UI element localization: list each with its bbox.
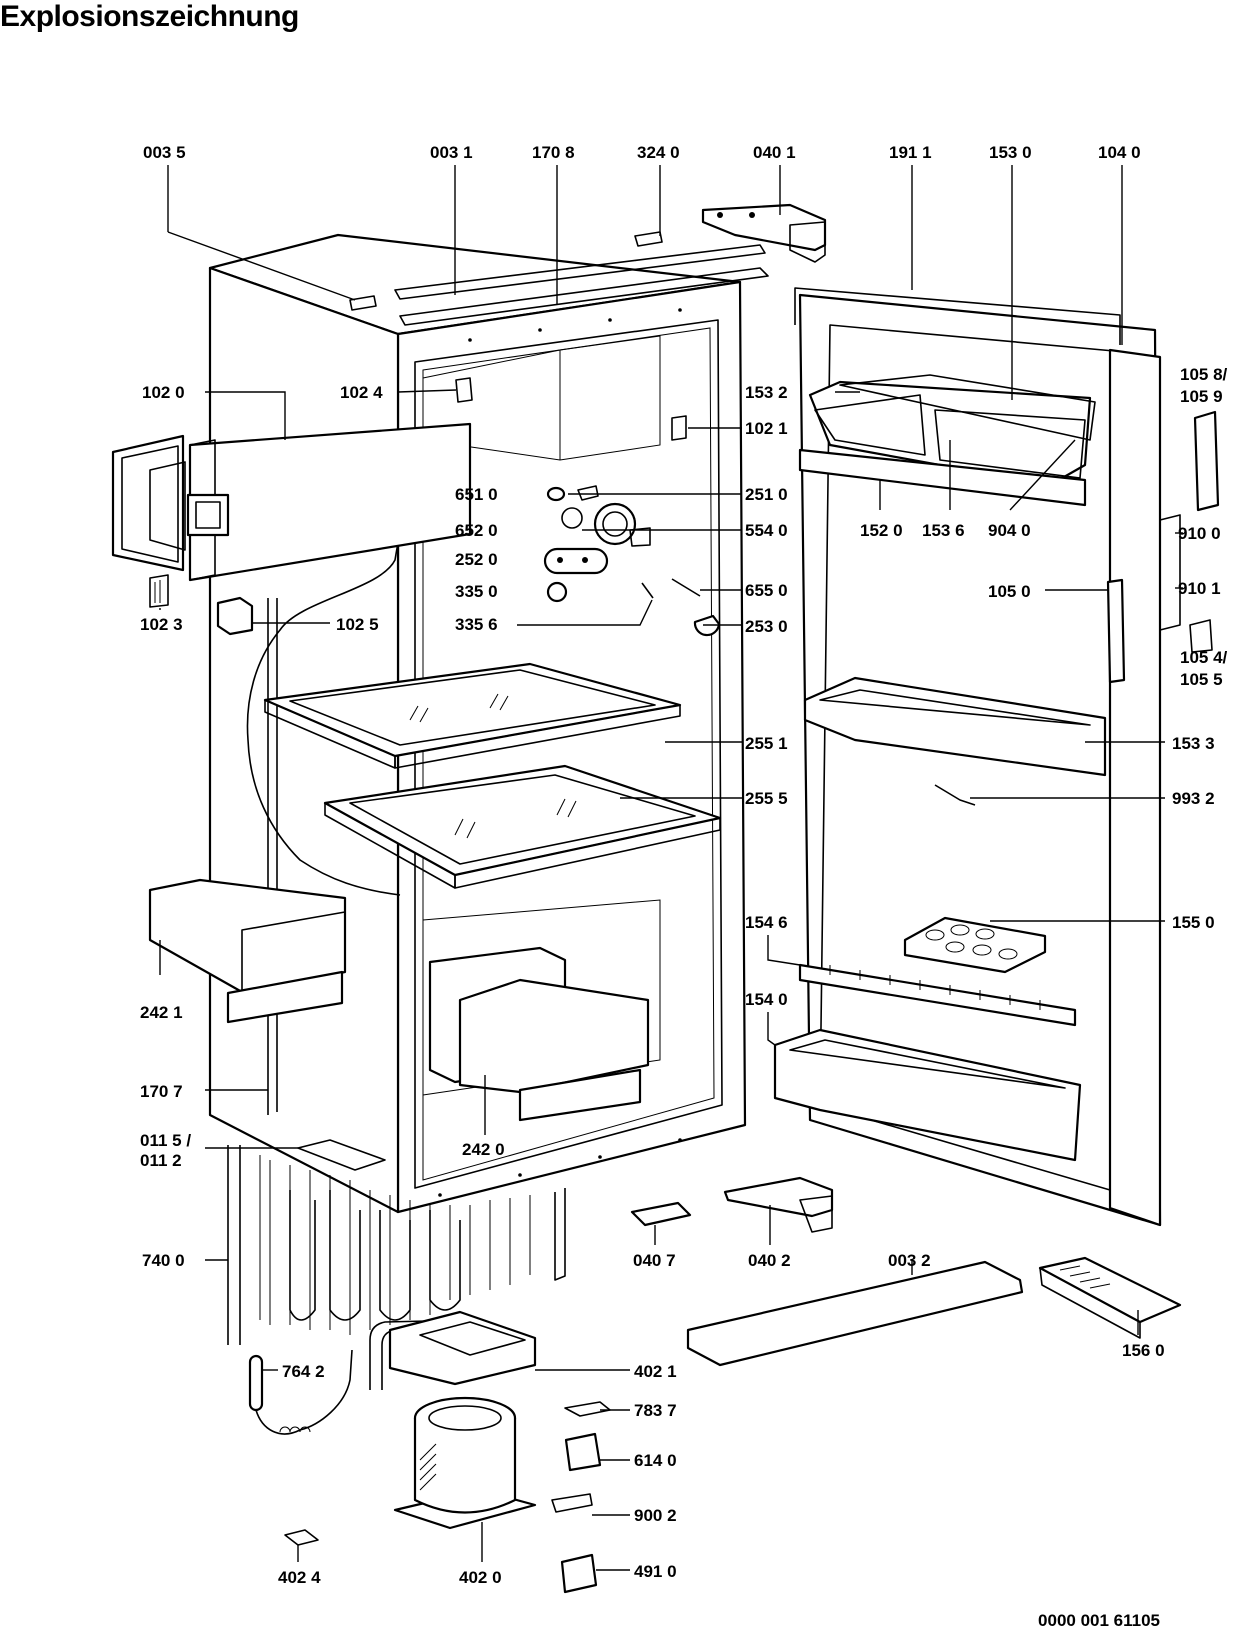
- compressor-assembly: [369, 1310, 537, 1530]
- hinge-cover-040-7: [630, 1201, 692, 1227]
- label-783-7: 783 7: [634, 1401, 677, 1420]
- label-153-6: 153 6: [922, 521, 965, 540]
- part-102-3: [149, 574, 169, 608]
- label-900-2: 900 2: [634, 1506, 677, 1525]
- label-156-0: 156 0: [1122, 1341, 1165, 1360]
- label-105-0: 105 0: [988, 582, 1031, 601]
- clip-102-4: [455, 377, 473, 403]
- label-102-1: 102 1: [745, 419, 788, 438]
- bracket-011-5: [297, 1139, 386, 1171]
- label-740-0: 740 0: [142, 1251, 185, 1270]
- condenser: [227, 1145, 566, 1345]
- label-154-0: 154 0: [745, 990, 788, 1009]
- label-104-0: 104 0: [1098, 143, 1141, 162]
- label-003-1: 003 1: [430, 143, 473, 162]
- label-242-0: 242 0: [462, 1140, 505, 1159]
- label-040-7: 040 7: [633, 1251, 676, 1270]
- label-910-0: 910 0: [1178, 524, 1221, 543]
- ice-tray: [1038, 1256, 1182, 1339]
- label-102-5: 102 5: [336, 615, 379, 634]
- label-614-0: 614 0: [634, 1451, 677, 1470]
- part-labels: 003 5 003 1 170 8 324 0 040 1 191 1 153 …: [140, 143, 1228, 1587]
- label-102-0: 102 0: [142, 383, 185, 402]
- label-154-6: 154 6: [745, 913, 788, 932]
- label-105-4: 105 4/: [1180, 648, 1228, 667]
- label-003-5: 003 5: [143, 143, 186, 162]
- label-402-4: 402 4: [278, 1568, 321, 1587]
- label-011-5: 011 5 /: [140, 1131, 191, 1150]
- label-251-0: 251 0: [745, 485, 788, 504]
- label-105-5: 105 5: [1180, 670, 1223, 689]
- label-764-2: 764 2: [282, 1362, 325, 1381]
- label-102-4: 102 4: [340, 383, 383, 402]
- label-910-1: 910 1: [1178, 579, 1221, 598]
- drawer-242-0: [428, 946, 650, 1122]
- label-040-1: 040 1: [753, 143, 796, 162]
- lower-hinge: [723, 1176, 834, 1233]
- page-title: Explosionszeichnung: [0, 0, 299, 33]
- label-040-2: 040 2: [748, 1251, 791, 1270]
- label-153-0: 153 0: [989, 143, 1032, 162]
- thermostat-group: [543, 485, 721, 637]
- label-255-5: 255 5: [745, 789, 788, 808]
- label-170-8: 170 8: [532, 143, 575, 162]
- document-number: 0000 001 61105: [1038, 1611, 1160, 1630]
- drawer-242-1: [148, 878, 347, 1024]
- label-904-0: 904 0: [988, 521, 1031, 540]
- label-993-2: 993 2: [1172, 789, 1215, 808]
- label-152-0: 152 0: [860, 521, 903, 540]
- label-252-0: 252 0: [455, 550, 498, 569]
- label-170-7: 170 7: [140, 1082, 183, 1101]
- label-105-8: 105 8/: [1180, 365, 1228, 384]
- label-253-0: 253 0: [745, 617, 788, 636]
- label-651-0: 651 0: [455, 485, 498, 504]
- leader-lines: [159, 165, 1183, 1571]
- label-324-0: 324 0: [637, 143, 680, 162]
- label-191-1: 191 1: [889, 143, 932, 162]
- label-402-0: 402 0: [459, 1568, 502, 1587]
- label-255-1: 255 1: [745, 734, 788, 753]
- door: [773, 287, 1220, 1227]
- label-003-2: 003 2: [888, 1251, 931, 1270]
- part-102-5: [216, 596, 278, 1115]
- label-655-0: 655 0: [745, 581, 788, 600]
- glass-shelf-lower: [323, 764, 722, 889]
- clip-102-1: [671, 415, 687, 441]
- label-155-0: 155 0: [1172, 913, 1215, 932]
- label-491-0: 491 0: [634, 1562, 677, 1581]
- label-153-2: 153 2: [745, 383, 788, 402]
- label-554-0: 554 0: [745, 521, 788, 540]
- label-011-2: 011 2: [140, 1151, 182, 1170]
- label-105-9: 105 9: [1180, 387, 1223, 406]
- freezer-compartment-door: [111, 422, 472, 582]
- glass-shelf-upper: [263, 662, 682, 769]
- capillary-sensor: [248, 1349, 353, 1435]
- label-335-0: 335 0: [455, 582, 498, 601]
- label-153-3: 153 3: [1172, 734, 1215, 753]
- label-335-6: 335 6: [455, 615, 498, 634]
- label-242-1: 242 1: [140, 1003, 183, 1022]
- label-402-1: 402 1: [634, 1362, 677, 1381]
- label-652-0: 652 0: [455, 521, 498, 540]
- plinth-strip: [686, 1260, 1024, 1367]
- top-hinge: [701, 203, 827, 263]
- label-102-3: 102 3: [140, 615, 183, 634]
